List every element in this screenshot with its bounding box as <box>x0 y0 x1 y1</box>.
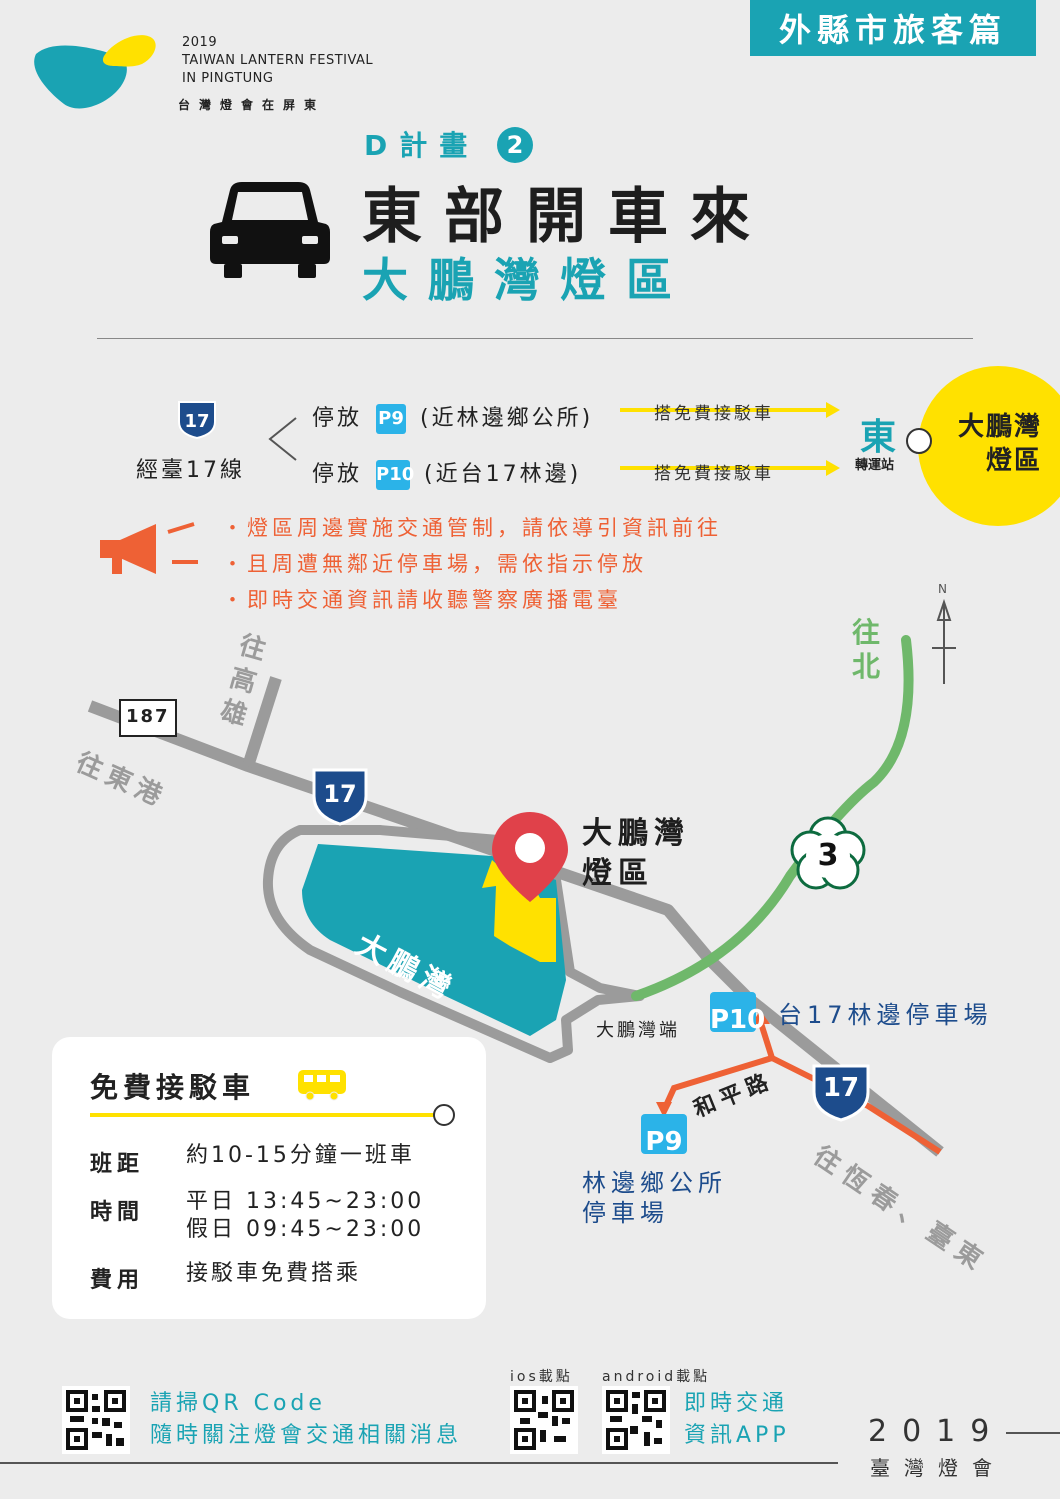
footer-rule-right <box>1006 1432 1060 1434</box>
card-divider-dot <box>433 1104 455 1126</box>
highway-badge-text: 17 <box>184 411 209 432</box>
qr-code-ios[interactable] <box>510 1386 578 1454</box>
footer-app-line: 資訊APP <box>684 1423 790 1448</box>
p10-parking-label: 台17林邊停車場 <box>778 1001 993 1029</box>
arrow-to-p9-icon <box>656 1102 672 1118</box>
logo-line: 2019 <box>182 35 218 50</box>
shuttle-card <box>52 1037 486 1319</box>
route-note: (近台17林邊) <box>424 462 582 487</box>
shuttle-key: 費用 <box>90 1268 145 1293</box>
divider <box>97 338 973 339</box>
megaphone-icon <box>100 522 198 574</box>
bus-icon <box>298 1070 346 1101</box>
to-north-char: 北 <box>852 650 881 683</box>
logo-line: TAIWAN LANTERN FESTIVAL <box>182 53 374 68</box>
bay-end-label: 大鵬灣端 <box>596 1020 680 1041</box>
plan-label: D計畫 <box>364 129 480 162</box>
shuttle-key: 時間 <box>90 1200 145 1225</box>
route-row-p9: 停放 P9 (近林邊鄉公所) <box>312 400 593 434</box>
footer-qr-text: 請掃QR Code 隨時關注燈會交通相關消息 <box>150 1388 462 1452</box>
android-label: android載點 <box>602 1369 711 1385</box>
p9-parking-line: 林邊鄉公所 <box>582 1169 727 1197</box>
qr-code-android[interactable] <box>602 1386 670 1454</box>
road-187-label: 187 <box>126 706 170 727</box>
north-label: N <box>938 582 947 596</box>
logo-chinese: 台灣燈會在屏東 <box>178 98 326 112</box>
p10-map-badge <box>710 992 756 1032</box>
qr-code-news[interactable] <box>62 1386 130 1454</box>
p9-parking-line: 停車場 <box>582 1199 669 1227</box>
shuttle-key: 班距 <box>90 1152 145 1177</box>
route-prefix: 停放 <box>312 462 363 487</box>
venue-line: 大鵬灣 <box>582 816 690 851</box>
ios-label: ios載點 <box>510 1369 573 1385</box>
highway-shield-icon: 17 <box>178 401 216 440</box>
shuttle-value: 平日 13:45~23:00 <box>186 1189 425 1214</box>
shuttle-arrows <box>620 402 840 476</box>
route-note: (近林邊鄉公所) <box>420 406 594 431</box>
route-row-p10: 停放 P10 (近台17林邊) <box>312 456 581 490</box>
route-prefix: 停放 <box>312 406 363 431</box>
provincial-3-flower-icon <box>790 816 866 890</box>
destination-line: 燈區 <box>985 446 1042 476</box>
road-to-kaohsiung <box>242 676 282 768</box>
footer-qr-line: 隨時關注燈會交通相關消息 <box>150 1423 463 1448</box>
p9-map-badge <box>641 1114 687 1154</box>
destination-text: 大鵬灣 燈區 <box>938 410 1042 478</box>
location-pin-icon <box>492 812 568 902</box>
station-node-icon <box>906 428 932 454</box>
car-icon <box>210 182 330 278</box>
plan-number-badge: 2 <box>497 127 533 163</box>
provincial-3-label: 3 <box>817 838 839 873</box>
notice-line: ・即時交通資訊請收聽警察廣播電臺 <box>222 588 622 612</box>
footer-year-cn: 臺灣燈會 <box>870 1456 1006 1480</box>
arrow-label: 搭免費接駁車 <box>654 404 774 424</box>
logo-text: 2019 TAIWAN LANTERN FESTIVAL IN PINGTUNG <box>182 34 373 88</box>
p10-map-label: P10 <box>710 1005 766 1035</box>
shuttle-title: 免費接駁車 <box>90 1071 256 1104</box>
arrow-label: 搭免費接駁車 <box>654 464 774 484</box>
highway-label: 經臺17線 <box>136 458 245 483</box>
shuttle-value: 接駁車免費搭乘 <box>186 1261 362 1286</box>
category-tag: 外縣市旅客篇 <box>750 0 1036 56</box>
venue-line: 燈區 <box>582 856 654 891</box>
highway-17-shield-icon <box>812 1064 870 1122</box>
page-title: 東部開車來 <box>362 182 772 252</box>
footer-app-line: 即時交通 <box>684 1391 789 1416</box>
road-187-box <box>119 699 177 737</box>
page-subtitle: 大鵬灣燈區 <box>362 253 692 307</box>
festival-logo <box>34 35 156 109</box>
arrow-to-p10-icon <box>752 1010 770 1024</box>
footer-app-text: 即時交通 資訊APP <box>684 1388 790 1452</box>
venue-label: 大鵬灣 燈區 <box>582 814 690 894</box>
highway-17-shield-icon <box>312 768 368 826</box>
venue-area <box>482 860 556 962</box>
area-map <box>87 598 956 1157</box>
road-17 <box>87 700 944 1157</box>
highway-17-label: 17 <box>822 1073 860 1103</box>
destination-line: 大鵬灣 <box>957 412 1042 442</box>
notice-line: ・且周遭無鄰近停車場，需依指示停放 <box>222 552 647 576</box>
p10-badge: P10 <box>376 460 414 490</box>
p9-badge: P9 <box>376 404 407 434</box>
station-label: 轉運站 <box>855 458 895 473</box>
highway-17-label: 17 <box>323 780 357 808</box>
east-station-char: 東 <box>860 417 897 458</box>
shuttle-value: 假日 09:45~23:00 <box>186 1217 425 1242</box>
p9-parking-label: 林邊鄉公所 停車場 <box>582 1168 727 1228</box>
card-divider <box>90 1113 438 1117</box>
shuttle-value: 約10-15分鐘一班車 <box>186 1143 415 1168</box>
to-north-char: 往 <box>852 616 881 649</box>
logo-line: IN PINGTUNG <box>182 71 274 86</box>
branch-bracket-icon <box>268 417 297 461</box>
p9-map-label: P9 <box>645 1127 683 1157</box>
to-north-label: 往 北 <box>852 616 880 684</box>
orange-route-p10 <box>757 1019 775 1059</box>
footer-rule <box>0 1462 838 1464</box>
notice-line: ・燈區周邊實施交通管制，請依導引資訊前往 <box>222 516 722 540</box>
footer-year: 2019 <box>868 1414 1005 1449</box>
footer-qr-line: 請掃QR Code <box>150 1391 326 1416</box>
orange-route <box>770 1055 942 1155</box>
destination-circle <box>918 366 1060 526</box>
